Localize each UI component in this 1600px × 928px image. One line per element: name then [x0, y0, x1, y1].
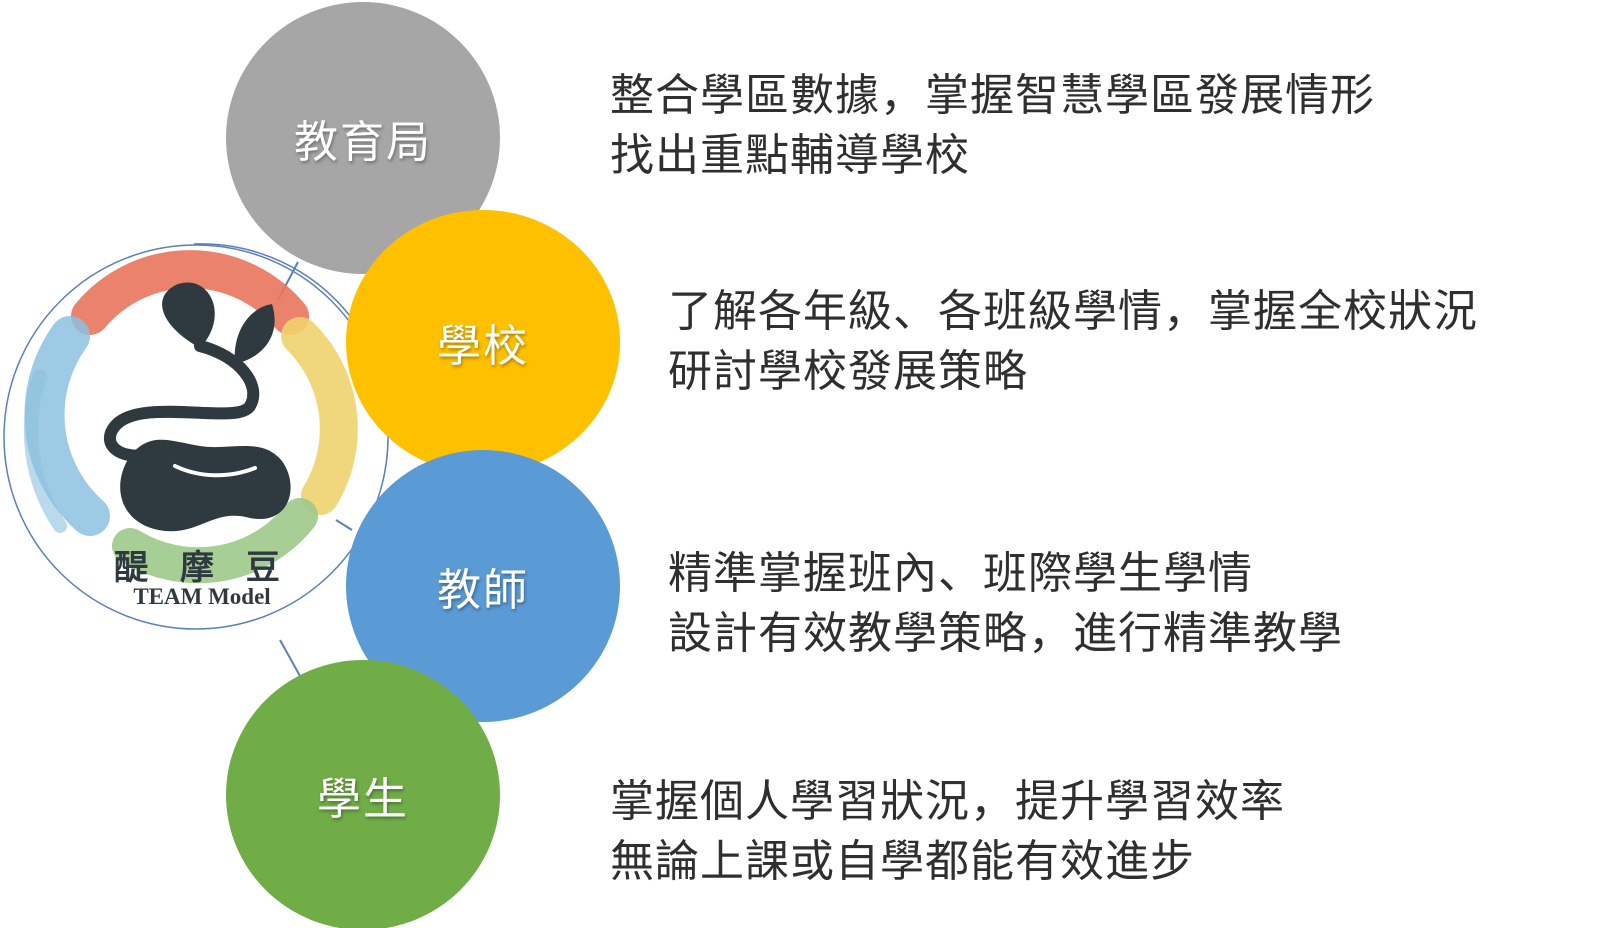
- connector-student: [279, 639, 301, 677]
- circle-school: 學校: [346, 210, 620, 474]
- description-education-bureau: 整合學區數據，掌握智慧學區發展情形 找出重點輔導學校: [610, 66, 1375, 186]
- logo-ring-yellow: [281, 317, 358, 515]
- description-line: 研討學校發展策略: [668, 346, 1028, 397]
- logo-name: 醍 摩 豆: [114, 548, 290, 588]
- connector-teacher: [335, 519, 353, 531]
- logo-bean-highlight: [173, 464, 257, 478]
- description-line: 找出重點輔導學校: [610, 130, 970, 181]
- description-school: 了解各年級、各班級學情，掌握全校狀況 研討學校發展策略: [668, 282, 1478, 402]
- logo-ring-green: [112, 498, 318, 584]
- logo-outer-ring-arc: [193, 243, 351, 317]
- description-line: 整合學區數據，掌握智慧學區發展情形: [610, 70, 1375, 121]
- logo-leaf-right: [234, 304, 275, 364]
- circle-student: 學生: [226, 660, 500, 928]
- team-model-logo: [23, 250, 358, 584]
- logo-ring-blue-outer: [23, 369, 67, 533]
- description-line: 精準掌握班內、班際學生學情: [668, 548, 1253, 599]
- logo-leaf-left: [162, 282, 215, 348]
- description-line: 了解各年級、各班級學情，掌握全校狀況: [668, 286, 1478, 337]
- description-student: 掌握個人學習狀況，提升學習效率 無論上課或自學都能有效進步: [610, 772, 1285, 892]
- logo-stem: [103, 340, 260, 462]
- logo-subtitle: TEAM Model: [133, 584, 271, 609]
- description-teacher: 精準掌握班內、班際學生學情 設計有效教學策略，進行精準教學: [668, 544, 1343, 664]
- description-line: 無論上課或自學都能有效進步: [610, 836, 1195, 887]
- description-line: 掌握個人學習狀況，提升學習效率: [610, 776, 1285, 827]
- logo-bean: [120, 439, 291, 532]
- description-line: 設計有效教學策略，進行精準教學: [668, 608, 1343, 659]
- logo-ring-blue: [24, 316, 110, 536]
- circle-education-bureau: 教育局: [226, 2, 500, 274]
- logo-ring-red: [71, 250, 309, 335]
